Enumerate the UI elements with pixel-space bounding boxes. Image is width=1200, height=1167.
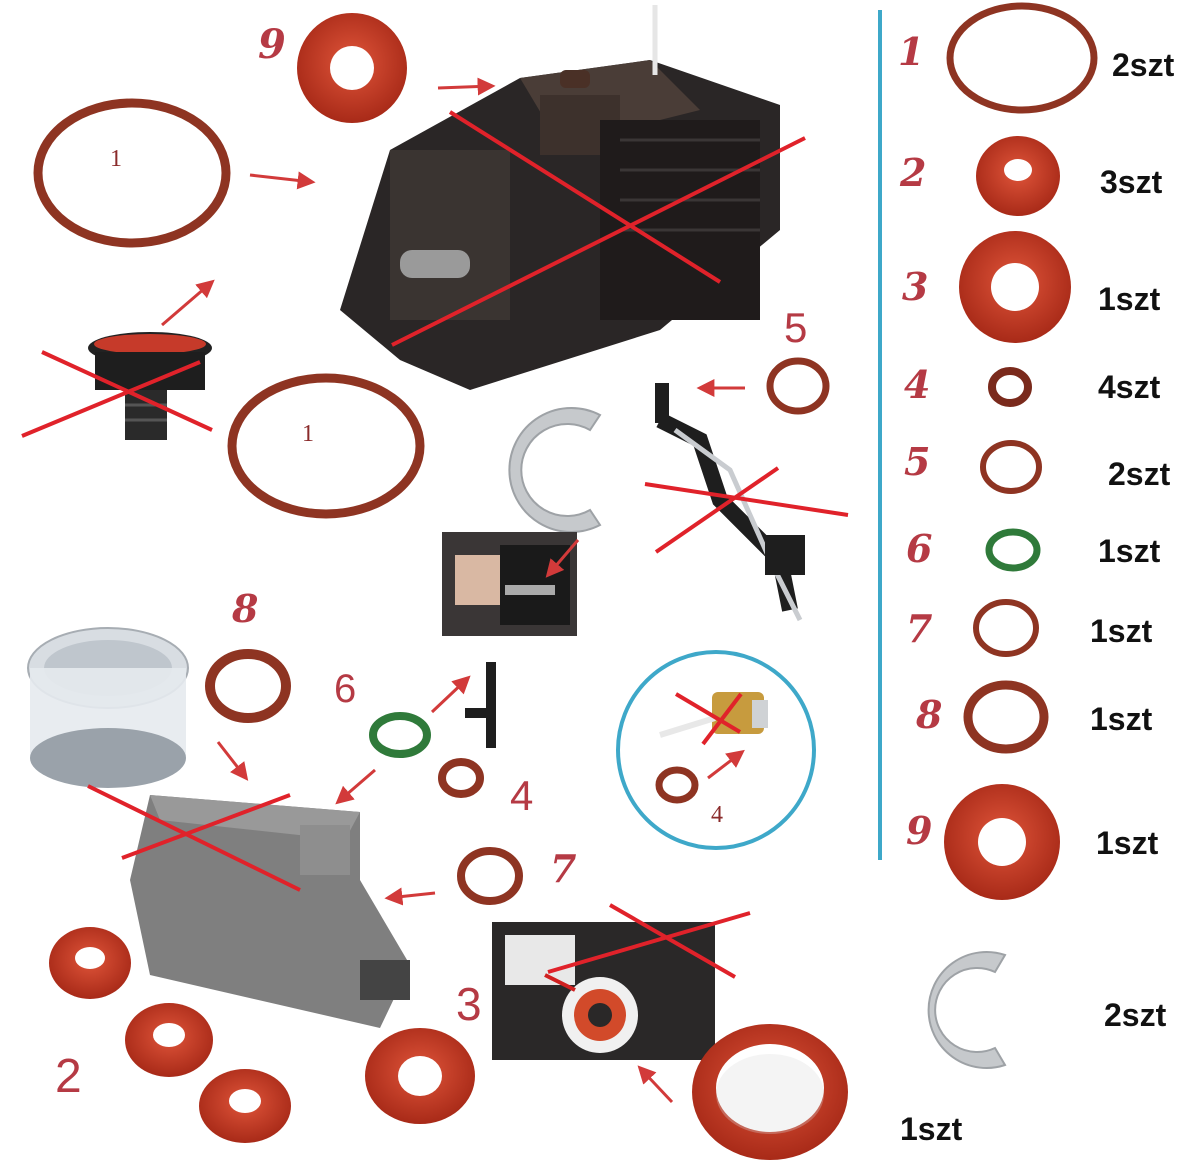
arrow-ring-1	[249, 171, 316, 190]
ring-6-diagram	[369, 712, 431, 758]
ring-5-diagram	[766, 357, 830, 415]
seal-9	[297, 13, 407, 123]
circlip-image	[508, 407, 602, 533]
legend-ring-1	[946, 2, 1098, 114]
legend-seal-2	[976, 136, 1060, 216]
legend-quantity-8: 1szt	[1090, 701, 1153, 737]
legend-quantity-3: 1szt	[1098, 281, 1161, 317]
legend-number-6: 6	[906, 526, 932, 571]
legend-quantity-2: 3szt	[1100, 164, 1163, 200]
arrow-4-circle	[707, 749, 745, 780]
legend-ring-7	[973, 599, 1039, 657]
seals-2-diagram	[49, 927, 291, 1143]
big-seal-quantity: 1szt	[900, 1111, 963, 1147]
label-part-6: 6	[334, 667, 356, 711]
legend-number-4: 4	[904, 362, 930, 407]
cross-brass-valve	[674, 692, 743, 746]
legend-quantity-1: 2szt	[1112, 47, 1175, 83]
ring-8-diagram	[205, 649, 291, 723]
legend-seal-9	[944, 784, 1060, 900]
label-ring-1-bottom: 1	[302, 421, 314, 447]
label-ring-1-top: 1	[110, 146, 122, 172]
grease-jar-image	[27, 627, 189, 788]
legend-ring-6	[985, 528, 1041, 572]
ring-4-diagram	[438, 758, 484, 798]
legend-ring-5	[980, 440, 1042, 494]
legend-number-9: 9	[906, 808, 932, 853]
machine-inset-photo	[492, 922, 715, 1060]
label-part-3: 3	[456, 978, 482, 1030]
ring-1-bottom	[227, 373, 425, 519]
ring-4-circle	[655, 766, 699, 804]
cross-valve-block	[87, 784, 301, 892]
ring-1-top	[33, 98, 231, 248]
arrow-big-seal	[637, 1065, 674, 1104]
cross-dispenser-tube	[644, 466, 849, 554]
legend-clip-quantity: 2szt	[1104, 997, 1167, 1033]
legend-quantity-6: 1szt	[1098, 533, 1161, 569]
legend-number-1: 1	[898, 29, 924, 74]
valve-block-image	[130, 795, 410, 1028]
arrow-7	[384, 887, 436, 906]
arrow-hand-inset	[545, 539, 580, 578]
label-part-8: 8	[231, 586, 258, 631]
ring-7-diagram	[457, 847, 523, 905]
legend-ring-4	[988, 367, 1032, 407]
label-part-4-circle: 4	[711, 802, 723, 828]
label-part-5: 5	[784, 304, 807, 351]
legend-number-8: 8	[915, 692, 942, 737]
legend-quantity-5: 2szt	[1108, 456, 1171, 492]
legend-quantity-4: 4szt	[1098, 369, 1161, 405]
arrow-grease	[216, 741, 249, 781]
legend-number-5: 5	[904, 439, 930, 484]
label-part-2: 2	[55, 1050, 82, 1103]
arrow-9	[437, 77, 496, 96]
brew-unit-image	[340, 5, 780, 390]
cross-drain-valve	[21, 350, 213, 438]
arrow-6-to-valve	[335, 768, 376, 805]
legend-number-7: 7	[906, 606, 932, 651]
legend-number-3: 3	[902, 264, 928, 309]
legend-circlip	[927, 951, 1007, 1069]
legend-seal-3	[959, 231, 1071, 343]
cross-machine-inset	[547, 903, 751, 979]
arrow-6-to-fitting	[430, 675, 471, 714]
label-part-4: 4	[510, 772, 533, 819]
seal-3-diagram	[365, 1028, 475, 1124]
legend-number-2: 2	[899, 150, 926, 195]
label-part-9: 9	[258, 21, 286, 68]
t-fitting-image	[465, 662, 496, 748]
big-seal-image	[692, 1024, 848, 1160]
arrow-drain-valve	[161, 279, 215, 327]
legend-quantity-7: 1szt	[1090, 613, 1153, 649]
hand-inset-photo	[442, 532, 577, 636]
drain-valve-image	[88, 332, 212, 440]
legend-quantity-9: 1szt	[1096, 825, 1159, 861]
cross-brew-unit	[391, 110, 806, 347]
legend-ring-8	[963, 680, 1049, 754]
label-part-7: 7	[550, 846, 576, 891]
dispenser-tube-image	[655, 383, 805, 622]
